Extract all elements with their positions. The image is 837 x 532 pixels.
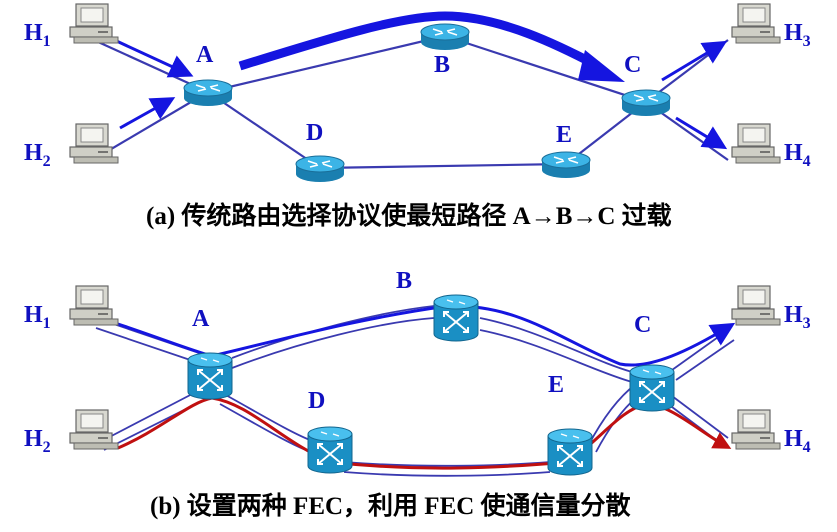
router-e-label: E: [548, 372, 564, 398]
host-h1-icon: [69, 3, 119, 44]
router-c-label: C: [634, 312, 651, 338]
router-d-label: D: [306, 120, 323, 146]
host-h3-icon: [731, 3, 781, 44]
panel-a: A B C D E H1 H2 H3 H4 (a) 传统路由选择协议使最短路径 …: [24, 3, 811, 230]
overload-path-arrow: [238, 11, 601, 71]
panel-b: A B C D E H1 H2 H3 H4 (b) 设置两种 FEC，利用 FE…: [24, 268, 811, 520]
host-h2-icon: [69, 123, 119, 164]
host-h4-label: H4: [784, 140, 811, 170]
host-h4-icon: [731, 123, 781, 164]
router-e-label: E: [556, 122, 572, 148]
router-a-icon: [183, 79, 233, 107]
host-h2-label: H2: [24, 426, 51, 456]
host-h1-label: H1: [24, 302, 51, 332]
host-h1-label: H1: [24, 20, 51, 50]
host-h3-label: H3: [784, 20, 811, 50]
router-c-icon: [621, 89, 671, 117]
panel-a-caption: (a) 传统路由选择协议使最短路径 A→B→C 过载: [146, 201, 672, 230]
host-h3-label: H3: [784, 302, 811, 332]
lsr-d-icon: [307, 426, 353, 474]
lsr-b-icon: [433, 294, 479, 342]
overload-path-arrowhead: [578, 50, 625, 82]
router-e-icon: [541, 151, 591, 179]
router-b-label: B: [434, 52, 450, 78]
router-d-icon: [295, 155, 345, 183]
router-d-label: D: [308, 388, 325, 414]
lsr-c-icon: [629, 364, 675, 412]
lsr-a-icon: [187, 352, 233, 400]
host-h2-label: H2: [24, 140, 51, 170]
host-h1-icon: [69, 285, 119, 326]
panel-a-flow-arrows: [109, 36, 728, 150]
router-a-label: A: [196, 42, 214, 68]
router-b-label: B: [396, 268, 412, 294]
panel-b-caption: (b) 设置两种 FEC，利用 FEC 使通信量分散: [150, 491, 631, 520]
router-c-label: C: [624, 52, 641, 78]
host-h4-icon: [731, 409, 781, 450]
router-b-icon: [420, 23, 470, 51]
lsr-e-icon: [547, 428, 593, 476]
host-h2-icon: [69, 409, 119, 450]
router-a-label: A: [192, 306, 210, 332]
host-h4-label: H4: [784, 426, 811, 456]
host-h3-icon: [731, 285, 781, 326]
